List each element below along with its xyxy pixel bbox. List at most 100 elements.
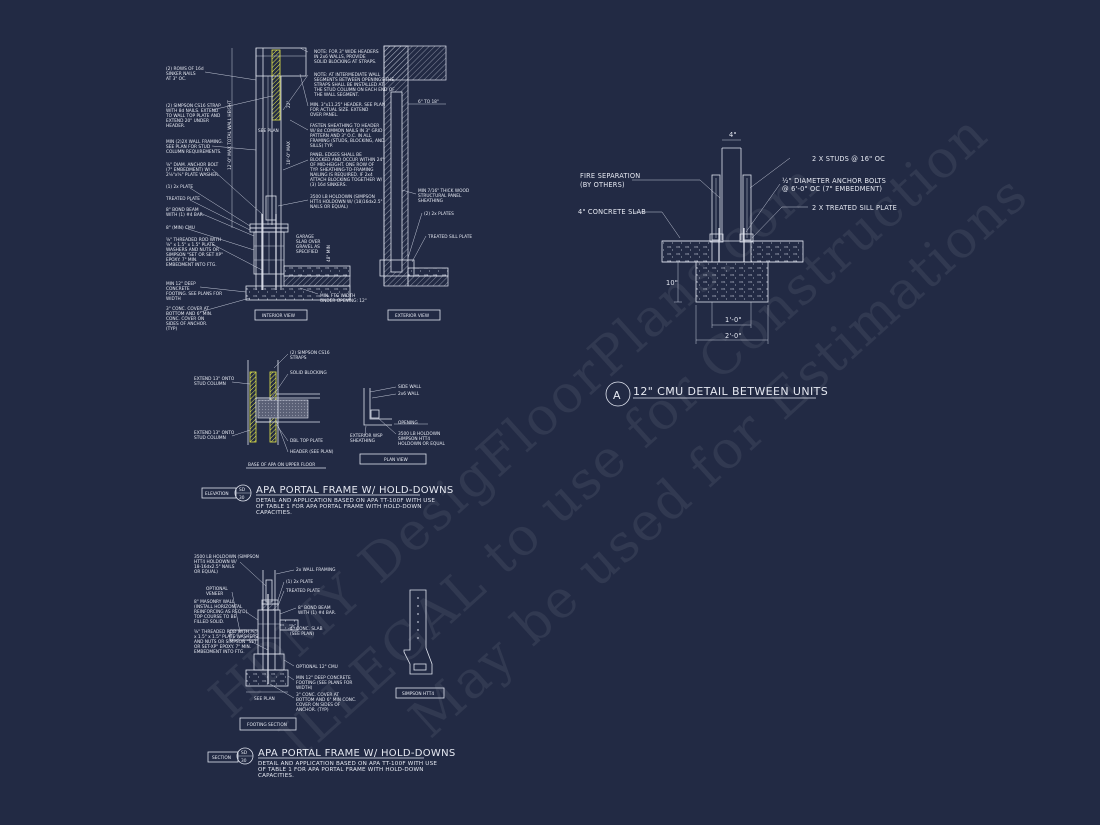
note: (INSTALL HORIZONTAL [194, 604, 243, 610]
elevation-sheet-top: SD [239, 487, 246, 493]
note: (2) 2x PLATES [424, 211, 454, 217]
note: 3500 LB HOLDOWN (SIMPSON [194, 554, 259, 560]
note: PATTERN AND 3" O.C. IN ALL [310, 133, 372, 139]
callout-circle [605, 381, 631, 407]
note: HTT4 HOLDOWN W/ (18)16dx2.5" [310, 199, 382, 205]
interior-notes-right: NOTE: FOR 3" WIDE HEADERS IN 2x6 WALLS, … [277, 47, 395, 304]
note: 8" BOND BEAM [298, 605, 331, 611]
note: FILLED SOLID. [194, 619, 224, 625]
elevation-title: APA PORTAL FRAME W/ HOLD-DOWNS [256, 485, 454, 496]
dim-wall-thickness: 4" [729, 131, 737, 139]
note: WITH (1) #4 BAR. [298, 610, 336, 616]
dim-max-height: 10'-0" MAX [286, 141, 292, 165]
note: 18-16dx2.5" NAILS [194, 564, 235, 570]
exterior-view-label-box [387, 309, 441, 321]
note: ⅝" DIAM. ANCHOR BOLT [166, 162, 219, 168]
note: (1) 2x PLATE [166, 184, 193, 190]
note: FOOTING. SEE PLANS FOR [166, 291, 222, 297]
note: WASHERS AND NUTS OR [166, 247, 219, 253]
note: SHEATHING [418, 198, 443, 204]
note: VENEER [206, 591, 223, 597]
note: FOOTING (SEE PLANS FOR [296, 680, 352, 686]
section-desc: OF TABLE 1 FOR APA PORTAL FRAME WITH HOL… [258, 767, 424, 773]
note: CONCRETE [166, 286, 190, 292]
note: 3" CONC. COVER AT [166, 306, 209, 312]
elevation-desc: CAPACITIES. [256, 510, 292, 516]
dim-inner-width: 1'-0" [725, 316, 742, 324]
note: MIN. FTG WIDTH [320, 293, 355, 299]
footing-section: SEE PLAN 3500 LB HOLDOWN (SIMPSON HTT4 H… [193, 554, 356, 731]
note: STUD COLUMN [194, 381, 226, 387]
note: TREATED PLATE [165, 196, 200, 202]
note: ATTACH BLOCKING TOGETHER W/ [310, 177, 383, 183]
note: EPOXY. 7" MIN. [166, 257, 197, 263]
note: STRAPS SHALL BE INSTALLED AT [314, 82, 384, 88]
note: 4" CONC. SLAB [290, 626, 323, 632]
note: TYP. SHEATHING-TO-FRAMING [309, 167, 373, 173]
note: COLUMN REQUIREMENTS. [166, 149, 222, 155]
upper-floor-caption: BASE OF APA ON UPPER FLOOR [248, 462, 315, 468]
note: HEADER (SEE PLAN) [290, 449, 334, 455]
note: AT 3" OC. [166, 76, 186, 82]
note: THE STUD COLUMN ON EACH END OF [313, 87, 395, 93]
label-fire-separation-by: (BY OTHERS) [580, 181, 625, 189]
section-sheet-bottom: 30 [241, 758, 247, 764]
interior-notes-left: (2) ROWS OF 16d SINKER NAILS AT 3" OC. (… [165, 66, 273, 332]
note: OF MID-HEIGHT. ONE ROW OF [310, 162, 375, 168]
note: MIN 12" DEEP CONCRETE [296, 675, 351, 681]
note: 3500 LB HOLDOWN (SIMPSON [310, 194, 375, 200]
note: OR EQUAL) [194, 569, 218, 575]
note: SLAB OVER [296, 239, 320, 245]
note: REINFORCING AS REQ'D). [194, 609, 249, 615]
note: (TYP) [166, 326, 178, 332]
note: WIDTH) [296, 685, 313, 691]
note: MIN (2)2X WALL FRAMING. [166, 139, 223, 145]
note: DBL TOP PLATE [290, 438, 323, 444]
note: 3500 LB HOLDOWN [398, 431, 440, 437]
cmu-detail-title: 12" CMU DETAIL BETWEEN UNITS [633, 385, 828, 398]
plan-view-label: PLAN VIEW [384, 457, 409, 463]
interior-view-label: INTERIOR VIEW [262, 313, 296, 319]
note: FOR ACTUAL SIZE. EXTEND [310, 107, 369, 113]
note: FASTEN SHEATHING TO HEADER [310, 123, 379, 129]
note: (2) ROWS OF 16d [166, 66, 204, 72]
note: MIN 7/16" THICK WOOD [418, 188, 470, 194]
note: 2⅛"x⅝" PLATE WASHER. [166, 172, 219, 178]
note: EMBEDMENT INTO FTG. [166, 262, 217, 268]
note: TREATED SILL PLATE [427, 234, 472, 240]
upper-floor-detail: (2) SIMPSON CS16 STRAPS SOLID BLOCKING E… [194, 350, 334, 469]
section-desc: DETAIL AND APPLICATION BASED ON APA TT-1… [258, 761, 437, 767]
footing-section-label-box [239, 717, 297, 731]
exterior-view-label: EXTERIOR VIEW [395, 313, 430, 319]
section-title-block: SECTION SD 30 APA PORTAL FRAME W/ HOLD-D… [207, 747, 456, 779]
dim-footing-depth: 10" [666, 279, 678, 287]
note: 3" CONC. COVER AT [296, 692, 339, 698]
note: GRAVEL AS [296, 244, 320, 250]
label-anchor-bolts: ½" DIAMETER ANCHOR BOLTS [782, 177, 886, 185]
note: WIDTH [166, 296, 181, 302]
note: WITH (1) #4 BAR. [166, 212, 204, 218]
note: SIDES OF ANCHOR. [166, 321, 207, 327]
note: EXTERIOR WSP [350, 433, 383, 439]
note: EXTEND 13" ONTO [194, 376, 235, 382]
note: HEADER. [166, 123, 185, 129]
elevation-desc: OF TABLE 1 FOR APA PORTAL FRAME WITH HOL… [256, 504, 422, 510]
dim-total-wall-height: 12'-0" MAX TOTAL WALL HEIGHT [227, 100, 233, 170]
note: THE WALL SEGMENT. [313, 92, 359, 98]
simpson-label: SIMPSON HTT4 [402, 691, 434, 697]
note: 2x WALL FRAMING [296, 567, 336, 573]
elevation-desc: DETAIL AND APPLICATION BASED ON APA TT-1… [256, 498, 435, 504]
note: TREATED PLATE [285, 588, 320, 594]
note: OPTIONAL [206, 586, 228, 592]
note: EXTEND 20" UNDER [166, 118, 209, 124]
note: 8" MASONRY WALL [194, 599, 235, 605]
note: FRAMING (STUDS, BLOCKING, AND [310, 138, 385, 144]
dim-outer-width: 2'-0" [725, 332, 742, 340]
note: SOLID BLOCKING [290, 370, 327, 376]
dim-see-plan: SEE PLAN [258, 128, 279, 134]
note: ⅝" THREADED ROD WITH [166, 237, 221, 243]
label-studs: 2 X STUDS @ 16" OC [812, 155, 885, 163]
section-title: APA PORTAL FRAME W/ HOLD-DOWNS [258, 748, 456, 759]
